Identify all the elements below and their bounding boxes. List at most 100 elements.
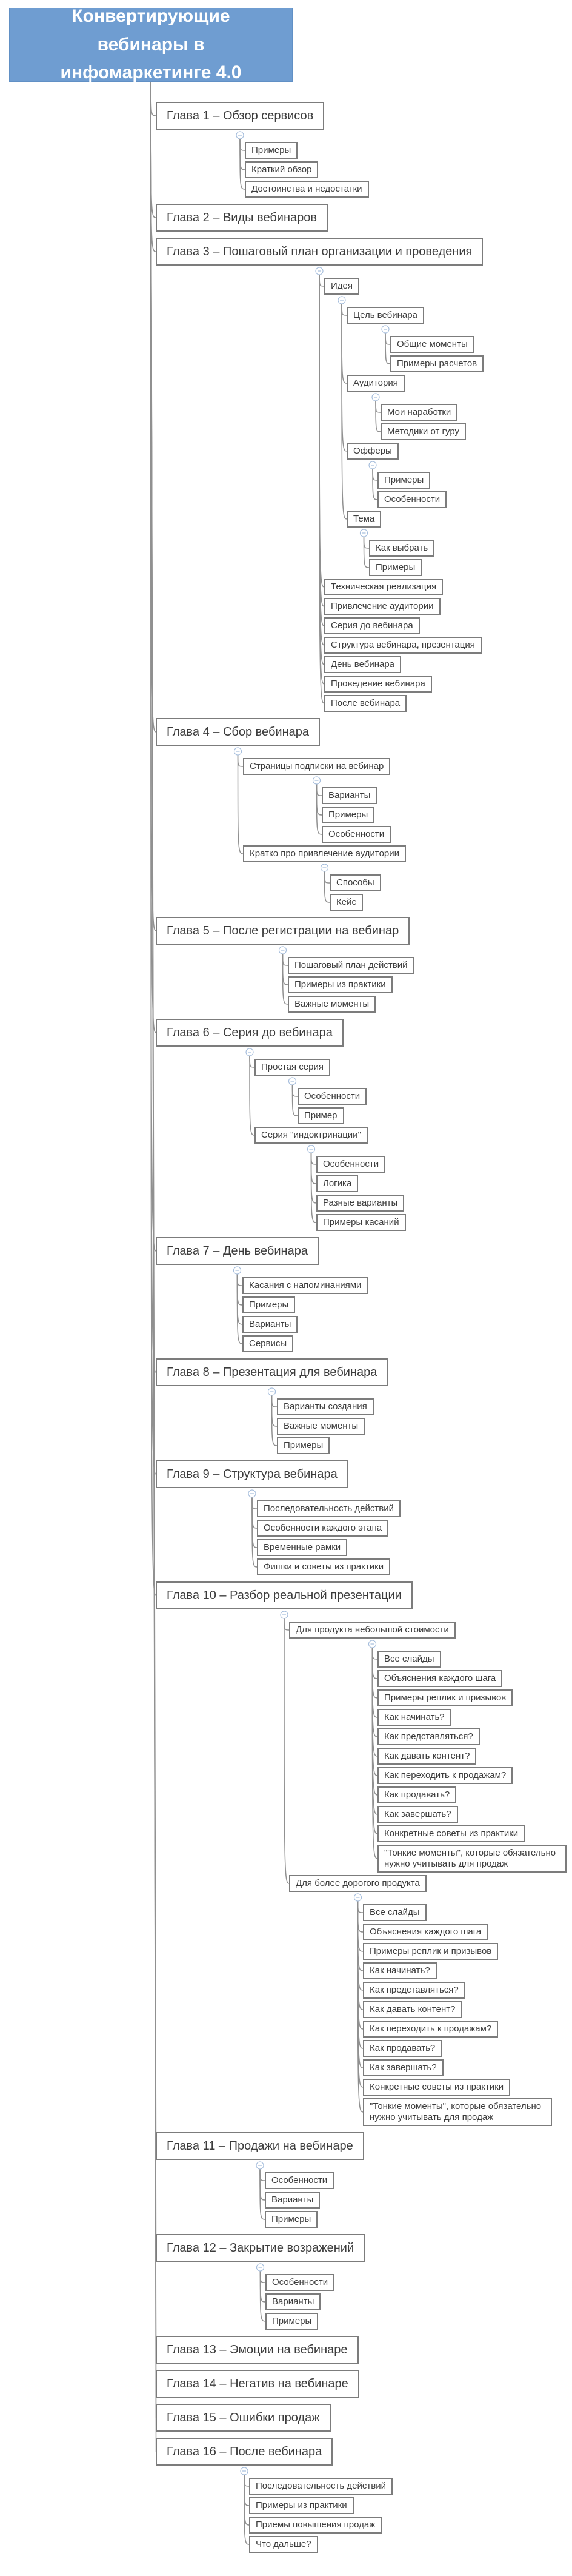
topic-node[interactable]: Как переходить к продажам? [377,1767,513,1784]
chapter-node-6[interactable]: Глава 6 – Серия до вебинара [156,1019,344,1047]
topic-node[interactable]: Как продавать? [377,1786,457,1803]
topic-node[interactable]: Варианты создания [277,1398,374,1415]
topic-node[interactable]: Примеры [377,472,431,489]
chapter-node-9[interactable]: Глава 9 – Структура вебинара [156,1460,348,1488]
topic-node[interactable]: Особенности каждого этапа [257,1520,389,1537]
topic-node[interactable]: День вебинара [324,656,402,673]
collapse-icon[interactable] [240,2467,248,2475]
topic-node[interactable]: Особенности [265,2172,334,2189]
chapter-node-15[interactable]: Глава 15 – Ошибки продаж [156,2404,331,2432]
topic-node[interactable]: Варианты [242,1316,298,1333]
topic-node[interactable]: Варианты [265,2293,321,2310]
topic-node[interactable]: После вебинара [324,695,407,712]
topic-node[interactable]: "Тонкие моменты", которые обязательно ну… [363,2098,552,2126]
topic-node[interactable]: Объяснения каждого шага [363,1924,488,1940]
topic-node[interactable]: Примеры расчетов [390,355,484,372]
chapter-node-11[interactable]: Глава 11 – Продажи на вебинаре [156,2132,364,2160]
topic-node[interactable]: Для продукта небольшой стоимости [289,1622,456,1639]
topic-node[interactable]: Как представляться? [377,1728,480,1745]
chapter-node-12[interactable]: Глава 12 – Закрытие возражений [156,2234,365,2262]
chapter-node-1[interactable]: Глава 1 – Обзор сервисов [156,102,325,130]
topic-node[interactable]: Как выбрать [369,540,435,557]
collapse-icon[interactable] [312,776,321,785]
topic-node[interactable]: Все слайды [363,1904,427,1921]
chapter-node-16[interactable]: Глава 16 – После вебинара [156,2438,333,2466]
collapse-icon[interactable] [278,946,287,954]
chapter-node-14[interactable]: Глава 14 – Негатив на вебинаре [156,2370,359,2398]
collapse-icon[interactable] [280,1611,288,1619]
topic-node[interactable]: Конкретные советы из практики [363,2079,511,2096]
topic-node[interactable]: Примеры из практики [249,2497,354,2514]
collapse-icon[interactable] [353,1893,362,1902]
topic-node[interactable]: Мои наработки [381,404,458,421]
topic-node[interactable]: Примеры [242,1296,296,1313]
chapter-node-10[interactable]: Глава 10 – Разбор реальной презентации [156,1581,413,1609]
topic-node[interactable]: Сервисы [242,1335,294,1352]
topic-node[interactable]: Как начинать? [377,1709,451,1726]
topic-node[interactable]: Способы [330,874,381,891]
topic-node[interactable]: Пошаговый план действий [288,957,414,974]
topic-node[interactable]: Страницы подписки на вебинар [243,758,391,775]
topic-node[interactable]: Тема [347,511,382,528]
collapse-icon[interactable] [320,864,329,872]
topic-node[interactable]: Идея [324,278,359,295]
topic-node[interactable]: Объяснения каждого шага [377,1670,503,1687]
collapse-icon[interactable] [236,131,244,139]
topic-node[interactable]: Как продавать? [363,2040,442,2057]
chapter-node-3[interactable]: Глава 3 – Пошаговый план организации и п… [156,238,484,266]
chapter-node-4[interactable]: Глава 4 – Сбор вебинара [156,718,320,746]
chapter-node-8[interactable]: Глава 8 – Презентация для вебинара [156,1358,388,1386]
topic-node[interactable]: Касания с напоминаниями [242,1277,368,1294]
topic-node[interactable]: Конкретные советы из практики [377,1825,525,1842]
topic-node[interactable]: Все слайды [377,1651,441,1668]
collapse-icon[interactable] [307,1145,316,1153]
collapse-icon[interactable] [288,1077,297,1085]
topic-node[interactable]: Пример [298,1107,344,1124]
topic-node[interactable]: Как завершать? [363,2059,444,2076]
topic-node[interactable]: Аудитория [347,375,405,392]
topic-node[interactable]: Фишки и советы из практики [257,1558,391,1575]
topic-node[interactable]: Как начинать? [363,1962,437,1979]
topic-node[interactable]: Примеры из практики [288,976,393,993]
topic-node[interactable]: Примеры [369,559,422,576]
topic-node[interactable]: Общие моменты [390,336,474,353]
topic-node[interactable]: Серия "индоктринации" [254,1127,368,1144]
root-topic[interactable]: Конвертирующие вебинары в инфомаркетинге… [9,6,293,82]
topic-node[interactable]: Особенности [316,1156,386,1173]
chapter-node-7[interactable]: Глава 7 – День вебинара [156,1237,319,1265]
topic-node[interactable]: Примеры [277,1437,330,1454]
topic-node[interactable]: Привлечение аудитории [324,598,441,615]
topic-node[interactable]: Примеры [265,2313,319,2330]
topic-node[interactable]: Краткий обзор [245,161,319,178]
topic-node[interactable]: Примеры [245,142,298,159]
topic-node[interactable]: Как давать контент? [363,2001,462,2018]
topic-node[interactable]: Разные варианты [316,1195,405,1212]
topic-node[interactable]: Цель вебинара [347,307,424,324]
topic-node[interactable]: Примеры реплик и призывов [363,1943,499,1960]
topic-node[interactable]: "Тонкие моменты", которые обязательно ну… [377,1845,567,1873]
collapse-icon[interactable] [233,747,242,756]
topic-node[interactable]: Примеры реплик и призывов [377,1689,513,1706]
topic-node[interactable]: Достоинства и недостатки [245,181,369,198]
collapse-icon[interactable] [248,1489,256,1498]
topic-node[interactable]: Важные моменты [277,1418,365,1435]
topic-node[interactable]: Кратко про привлечение аудитории [243,845,407,862]
collapse-icon[interactable] [371,393,380,401]
topic-node[interactable]: Важные моменты [288,996,376,1013]
collapse-icon[interactable] [359,529,368,537]
topic-node[interactable]: Для более дорогого продукта [289,1875,427,1892]
topic-node[interactable]: Что дальше? [249,2536,318,2553]
topic-node[interactable]: Временные рамки [257,1539,348,1556]
collapse-icon[interactable] [256,2161,264,2170]
topic-node[interactable]: Структура вебинара, презентация [324,637,482,654]
topic-node[interactable]: Проведение вебинара [324,676,432,693]
collapse-icon[interactable] [256,2263,265,2272]
collapse-icon[interactable] [368,1640,377,1648]
topic-node[interactable]: Методики от гуру [381,423,466,440]
topic-node[interactable]: Последовательность действий [257,1500,401,1517]
collapse-icon[interactable] [245,1048,254,1056]
topic-node[interactable]: Последовательность действий [249,2478,393,2495]
topic-node[interactable]: Как давать контент? [377,1748,477,1765]
collapse-icon[interactable] [233,1266,242,1275]
topic-node[interactable]: Приемы повышения продаж [249,2517,382,2534]
